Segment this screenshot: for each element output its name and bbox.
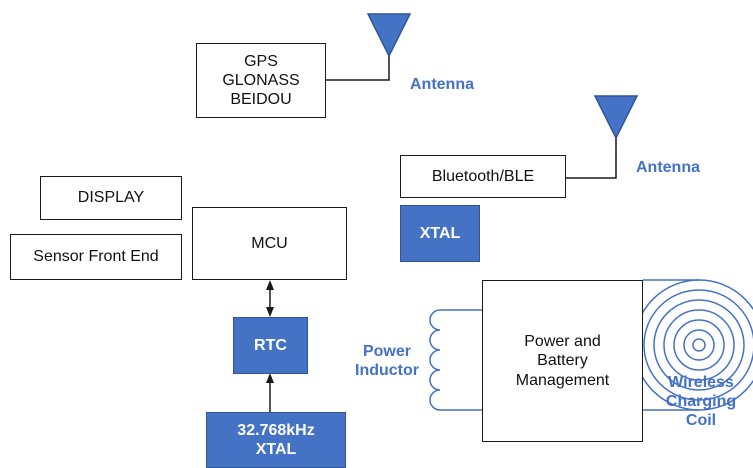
coil-line2: Charging	[665, 393, 737, 411]
power-inductor-line2: Inductor	[355, 362, 419, 380]
display-label: DISPLAY	[77, 189, 145, 207]
power-inductor-label: Power Inductor	[352, 342, 422, 380]
coil-line3: Coil	[685, 412, 717, 430]
sensor-front-end-block: Sensor Front End	[10, 234, 182, 280]
power-inductor-icon	[429, 309, 482, 411]
clock-xtal-line1: 32.768kHz	[237, 421, 315, 439]
bluetooth-xtal-label: XTAL	[419, 224, 461, 242]
gps-glonass-beidou-block: GPS GLONASS BEIDOU	[196, 43, 326, 118]
power-line2: Battery	[537, 352, 588, 370]
bluetooth-antenna-label: Antenna	[636, 159, 700, 176]
mcu-block: MCU	[192, 207, 347, 280]
bluetooth-xtal-block: XTAL	[400, 205, 480, 262]
gps-antenna-wire	[326, 56, 390, 81]
coil-line1: Wireless	[668, 374, 734, 391]
bluetooth-antenna-wire	[566, 138, 617, 179]
bluetooth-antenna-icon	[593, 95, 639, 140]
gps-antenna-label: Antenna	[410, 76, 474, 93]
power-line3: Management	[515, 371, 610, 389]
rtc-label: RTC	[254, 336, 287, 354]
gps-antenna-icon	[366, 13, 412, 58]
gps-line1: GPS	[244, 52, 278, 70]
gps-line3: BEIDOU	[230, 91, 292, 109]
mcu-label: MCU	[251, 234, 288, 252]
bluetooth-label: Bluetooth/BLE	[431, 167, 535, 185]
wireless-charging-coil-label: Wireless Charging Coil	[658, 373, 744, 431]
clock-xtal-line2: XTAL	[255, 441, 297, 458]
gps-line2: GLONASS	[222, 71, 300, 89]
clock-xtal-block: 32.768kHz XTAL	[206, 412, 346, 468]
bluetooth-ble-block: Bluetooth/BLE	[400, 155, 566, 198]
rtc-block: RTC	[233, 317, 308, 374]
power-battery-management-block: Power and Battery Management	[482, 280, 643, 442]
sensor-label: Sensor Front End	[33, 248, 159, 266]
display-block: DISPLAY	[40, 176, 182, 220]
power-line1: Power and	[524, 333, 601, 351]
power-inductor-line1: Power	[362, 343, 411, 360]
